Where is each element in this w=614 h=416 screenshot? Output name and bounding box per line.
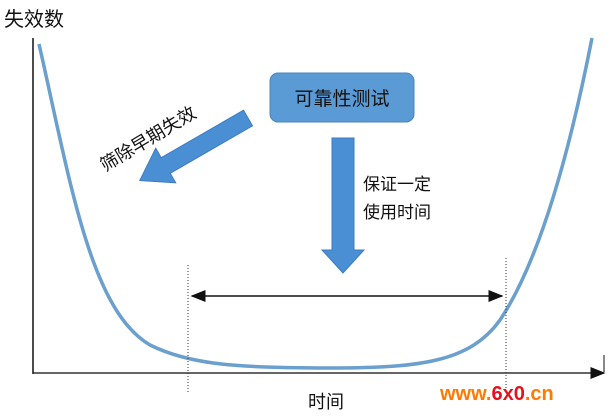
screen-early-failure-arrow <box>138 109 254 184</box>
down-arrow <box>320 137 366 274</box>
watermark: www.6x0.cn <box>439 383 554 405</box>
reliability-test-box <box>269 72 415 123</box>
y-axis-label: 失效数 <box>4 7 64 31</box>
down-arrow-label-line1: 保证一定 <box>363 175 431 195</box>
bathtub-curve <box>37 37 594 370</box>
down-arrow-label-line2: 使用时间 <box>363 202 431 223</box>
reliability-test-label: 可靠性测试 <box>294 88 389 110</box>
x-axis-label: 时间 <box>308 392 344 413</box>
